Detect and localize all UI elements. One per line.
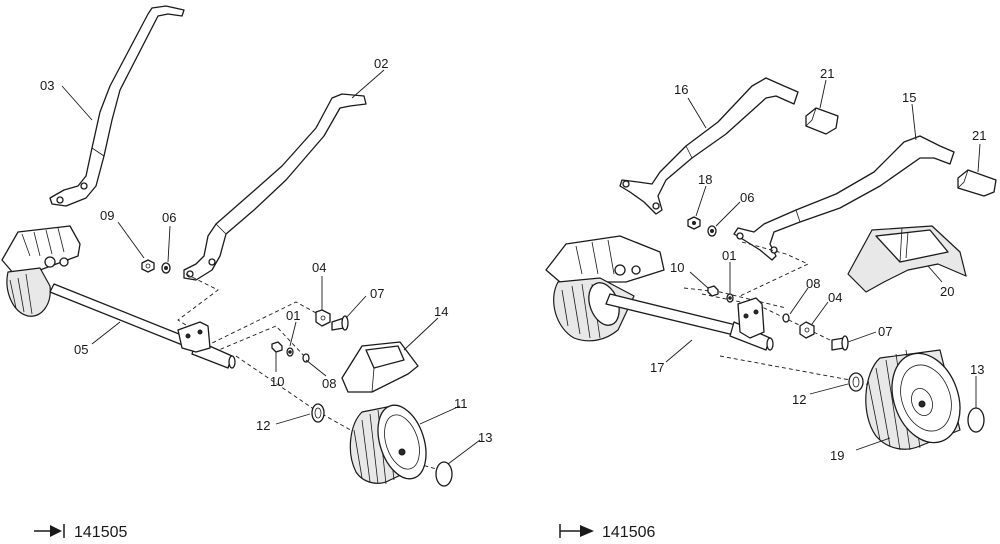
screw-part-01-right xyxy=(726,293,734,303)
label-14: 14 xyxy=(434,304,448,319)
label-15: 15 xyxy=(902,90,916,105)
nut-part-09 xyxy=(141,259,155,273)
label-08-right: 08 xyxy=(806,276,820,291)
nut-part-10 xyxy=(271,341,283,353)
nut-part-10-right xyxy=(707,285,719,297)
label-07: 07 xyxy=(370,286,384,301)
housing-part-20 xyxy=(847,225,967,293)
cap-part-13 xyxy=(435,461,453,487)
housing-part-14 xyxy=(341,341,419,393)
label-01: 01 xyxy=(286,308,300,323)
label-05: 05 xyxy=(74,342,88,357)
assembly-code-left: 141505 xyxy=(74,524,127,541)
label-04: 04 xyxy=(312,260,326,275)
nut-part-18 xyxy=(687,216,701,230)
right-assembly: 16 21 15 21 18 06 10 01 08 04 07 20 17 1… xyxy=(545,66,997,541)
label-02: 02 xyxy=(374,56,388,71)
wheel-shroud-right xyxy=(545,235,665,342)
nut-part-04 xyxy=(315,309,331,327)
cap-part-13-right xyxy=(967,407,985,433)
label-13: 13 xyxy=(478,430,492,445)
washer-part-12 xyxy=(311,403,325,423)
direction-arrow-icon-left xyxy=(34,524,65,538)
label-08: 08 xyxy=(322,376,336,391)
label-10-right: 10 xyxy=(670,260,684,275)
washer-part-08-right xyxy=(782,313,790,323)
axle-part-05 xyxy=(49,283,236,369)
label-16: 16 xyxy=(674,82,688,97)
axle-part-17 xyxy=(605,293,774,351)
label-10: 10 xyxy=(270,374,284,389)
assembly-code-right: 141506 xyxy=(602,524,655,541)
nut-part-04-right xyxy=(799,321,815,339)
label-01-right: 01 xyxy=(722,248,736,263)
wheel-part-19 xyxy=(865,349,961,451)
label-07-right: 07 xyxy=(878,324,892,339)
label-06-right: 06 xyxy=(740,190,754,205)
washer-part-08 xyxy=(302,353,310,363)
label-03: 03 xyxy=(40,78,54,93)
label-04-right: 04 xyxy=(828,290,842,305)
label-11: 11 xyxy=(454,396,468,411)
handle-left-part-16 xyxy=(619,77,799,215)
label-19: 19 xyxy=(830,448,844,463)
wheel-shroud-left xyxy=(1,225,81,317)
grip-part-21-lower xyxy=(957,169,997,197)
label-21-upper: 21 xyxy=(820,66,834,81)
direction-arrow-icon-right xyxy=(559,524,594,538)
screw-part-01 xyxy=(286,347,294,357)
washer-part-12-right xyxy=(848,372,864,392)
label-13-right: 13 xyxy=(970,362,984,377)
washer-part-06-right xyxy=(707,225,717,237)
grip-part-21-upper xyxy=(805,107,839,135)
handle-left-part-03 xyxy=(49,5,185,207)
label-12-right: 12 xyxy=(792,392,806,407)
bolt-part-07-right xyxy=(831,335,849,351)
label-20: 20 xyxy=(940,284,954,299)
wheel-part-11 xyxy=(349,404,427,485)
label-17: 17 xyxy=(650,360,664,375)
label-21-lower: 21 xyxy=(972,128,986,143)
label-12: 12 xyxy=(256,418,270,433)
handle-right-part-02 xyxy=(183,93,367,281)
label-18: 18 xyxy=(698,172,712,187)
washer-part-06 xyxy=(161,262,171,274)
label-06: 06 xyxy=(162,210,176,225)
left-assembly: 03 02 09 06 04 07 01 14 05 10 08 12 11 1… xyxy=(1,5,492,541)
label-09: 09 xyxy=(100,208,114,223)
bolt-part-07 xyxy=(331,315,349,331)
handle-right-part-15 xyxy=(733,135,955,261)
